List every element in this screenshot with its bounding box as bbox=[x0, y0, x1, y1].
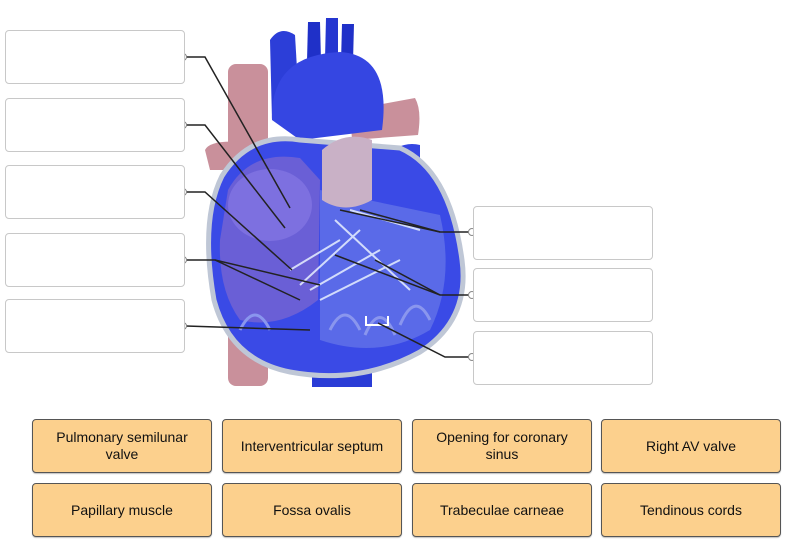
label-pulmonary-semilunar-valve[interactable]: Pulmonary semilunar valve bbox=[32, 419, 212, 473]
label-trabeculae-carneae[interactable]: Trabeculae carneae bbox=[412, 483, 592, 537]
pulmonary-trunk-cut bbox=[322, 136, 372, 208]
label-right-av-valve[interactable]: Right AV valve bbox=[601, 419, 781, 473]
label-papillary-muscle[interactable]: Papillary muscle bbox=[32, 483, 212, 537]
septum-bracket bbox=[365, 316, 389, 326]
drop-zone-left-3[interactable] bbox=[5, 165, 185, 219]
label-interventricular-septum[interactable]: Interventricular septum bbox=[222, 419, 402, 473]
heart-diagram bbox=[179, 18, 476, 387]
drop-zone-right-3[interactable] bbox=[473, 331, 653, 385]
aortic-arch bbox=[271, 52, 384, 140]
drop-zone-left-2[interactable] bbox=[5, 98, 185, 152]
label-opening-coronary-sinus[interactable]: Opening for coronary sinus bbox=[412, 419, 592, 473]
drop-zone-left-5[interactable] bbox=[5, 299, 185, 353]
leader-lines bbox=[185, 56, 470, 358]
drop-zone-left-4[interactable] bbox=[5, 233, 185, 287]
label-tendinous-cords[interactable]: Tendinous cords bbox=[601, 483, 781, 537]
drop-zone-right-1[interactable] bbox=[473, 206, 653, 260]
label-fossa-ovalis[interactable]: Fossa ovalis bbox=[222, 483, 402, 537]
drop-zone-left-1[interactable] bbox=[5, 30, 185, 84]
drop-zone-right-2[interactable] bbox=[473, 268, 653, 322]
fossa-region bbox=[228, 169, 312, 241]
